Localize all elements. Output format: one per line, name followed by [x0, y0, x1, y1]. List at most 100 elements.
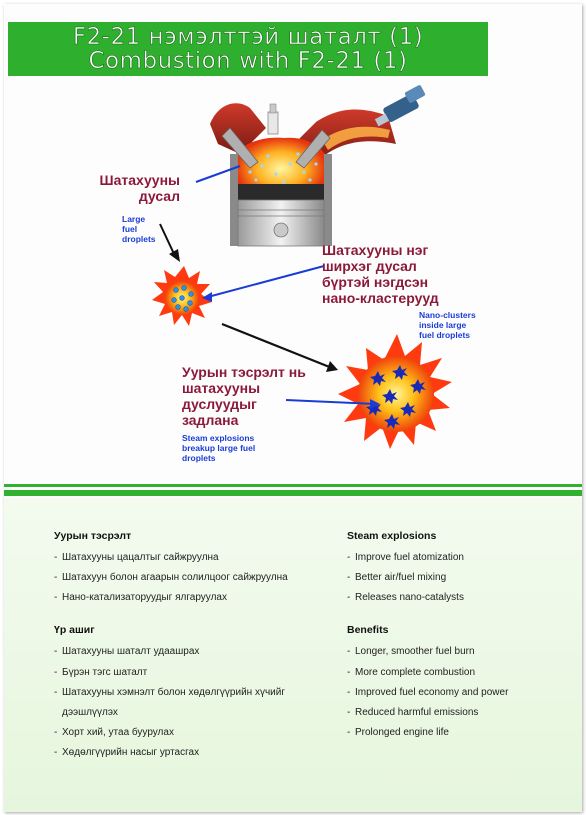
bullet-dash: -	[347, 572, 351, 584]
list-item-text: Хорт хий, утаа буурулах	[62, 726, 174, 738]
list-item-text: Prolonged engine life	[355, 727, 449, 739]
fuel-droplets-dots	[248, 152, 318, 184]
heading-benefits-mn: Үр ашиг	[54, 624, 95, 637]
summary-panel: Уурын тэсрэлт -Шатахууны цацалтыг сайжру…	[4, 498, 582, 812]
list-item-text: Нано-катализаторуудыг ялгаруулах	[62, 592, 227, 604]
bullet-dash: -	[347, 646, 351, 658]
combustion-diagram	[152, 85, 452, 449]
bullet-dash: -	[54, 646, 58, 658]
steam-explosion-mn-line4: задлана	[182, 412, 239, 428]
list-item-text: Бүрэн тэгс шаталт	[62, 666, 148, 678]
list-item-text-continued: дээшлүүлэх	[62, 706, 118, 718]
list-item-text: Improved fuel economy and power	[355, 686, 509, 698]
bullet-dash: -	[54, 552, 58, 563]
list-item-text: Better air/fuel mixing	[355, 572, 447, 584]
list-item: -Хөдөлгүүрийн насыг уртасгах	[54, 747, 344, 759]
list-item-text: More complete combustion	[355, 666, 476, 678]
bullet-dash: -	[347, 552, 351, 563]
bullet-dash: -	[347, 727, 351, 739]
fuel-droplet-mn-line1: Шатахууны	[99, 172, 180, 188]
list-item-text: Шатахуун болон агаарын солилцоог сайжруу…	[62, 572, 288, 584]
fuel-droplet-en-line3: droplets	[122, 234, 156, 244]
intake-manifold	[210, 103, 266, 154]
exhaust-valve	[295, 129, 331, 169]
bullet-dash: -	[54, 592, 58, 604]
list-item-text: Шатахууны цацалтыг сайжруулна	[62, 552, 219, 563]
steam-explosion-mn-line2: шатахууны	[182, 380, 261, 396]
label-fuel-droplet-mn: Шатахууны дусал	[90, 172, 180, 204]
list-item: -Reduced harmful emissions	[347, 707, 572, 719]
diagram-arrows	[159, 165, 380, 409]
heading-benefits-en: Benefits	[347, 624, 389, 637]
list-item: -Better air/fuel mixing	[347, 572, 572, 584]
label-nano-clusters-en: Nano-clusters inside large fuel droplets	[419, 310, 476, 340]
list-item: -Бүрэн тэгс шаталт	[54, 667, 344, 679]
steam-explosion-en-line3: droplets	[182, 453, 216, 463]
steam-explosion-mn-line1: Уурын тэсрэлт нь	[182, 364, 306, 380]
list-item: -Improve fuel atomization	[347, 552, 572, 564]
engine-cylinder-illustration	[210, 85, 426, 247]
list-item-text: Шатахууны хэмнэлт болон хөдөлгүүрийн хүч…	[62, 686, 285, 698]
bullet-dash: -	[347, 592, 351, 604]
heading-steam-explosions-en: Steam explosions	[347, 530, 437, 542]
label-steam-explosion-mn: Уурын тэсрэлт нь шатахууны дуслуудыг зад…	[182, 364, 306, 428]
list-item: -Longer, smoother fuel burn	[347, 646, 572, 658]
list-item: -Шатахууны шаталт удаашрах	[54, 646, 344, 658]
bullet-dash: -	[54, 747, 58, 759]
label-steam-explosion-en: Steam explosions breakup large fuel drop…	[182, 433, 255, 463]
list-item: -Шатахууны цацалтыг сайжруулна	[54, 552, 344, 564]
bullet-dash: -	[347, 686, 351, 698]
nano-clusters-mn-line2: ширхэг дусал	[322, 258, 417, 274]
list-item: -Prolonged engine life	[347, 727, 572, 739]
list-item-text: Longer, smoother fuel burn	[355, 646, 475, 658]
list-item: -Шатахууны хэмнэлт болон хөдөлгүүрийн хү…	[54, 687, 344, 719]
nano-clusters-mn-line1: Шатахууны нэг	[322, 242, 429, 258]
bullet-dash: -	[347, 706, 351, 718]
steam-explosion-mn-line3: дуслуудыг	[182, 396, 257, 412]
title-english: Combustion with F2-21 (1)	[88, 48, 408, 74]
list-item-text: Шатахууны шаталт удаашрах	[62, 646, 200, 658]
bullet-dash: -	[54, 666, 58, 678]
heading-steam-explosions-mn: Уурын тэсрэлт	[54, 530, 132, 542]
exhaust-flame	[322, 126, 390, 150]
bullet-dash: -	[347, 666, 351, 678]
fuel-droplet-layer	[238, 184, 324, 200]
title-mongolian: F2-21 нэмэлттэй шаталт (1)	[72, 24, 424, 50]
cylinder-wall-left	[230, 154, 238, 246]
steam-explosion-en-line1: Steam explosions	[182, 433, 255, 443]
nano-clusters-en-line1: Nano-clusters	[419, 310, 476, 320]
fuel-droplet-en-line2: fuel	[122, 224, 138, 234]
nano-clusters-mn-line4: нано-кластерууд	[322, 290, 439, 306]
label-nano-clusters-mn: Шатахууны нэг ширхэг дусал бүртэй нэгдсэ…	[322, 242, 439, 306]
list-item: -More complete combustion	[347, 667, 572, 679]
cylinder-wall-right	[324, 154, 332, 246]
separator-line-top	[4, 484, 582, 487]
list-item: -Нано-катализаторуудыг ялгаруулах	[54, 592, 344, 604]
list-item-text: Reduced harmful emissions	[355, 706, 479, 718]
nano-clusters-mn-line3: бүртэй нэгдсэн	[322, 274, 429, 290]
steam-explosion-en-line2: breakup large fuel	[182, 443, 256, 453]
separator-line-bottom	[4, 490, 582, 496]
nano-clusters-en-line2: inside large	[419, 320, 467, 330]
slide-page: F2-21 нэмэлттэй шаталт (1) Combustion wi…	[4, 4, 582, 812]
list-item: -Шатахуун болон агаарын солилцоог сайжру…	[54, 572, 344, 584]
fuel-droplet-mn-line2: дусал	[138, 188, 180, 204]
label-fuel-droplet-en: Large fuel droplets	[122, 214, 156, 244]
intake-valve	[221, 127, 259, 169]
fuel-injector-icon	[374, 85, 426, 127]
bullet-dash: -	[54, 726, 58, 738]
list-item: -Releases nano-catalysts	[347, 592, 572, 604]
spark-plug-icon	[267, 103, 279, 135]
bullet-dash: -	[54, 686, 58, 698]
list-item-text: Releases nano-catalysts	[355, 592, 464, 604]
title-banner: F2-21 нэмэлттэй шаталт (1) Combustion wi…	[8, 22, 488, 76]
bullet-dash: -	[54, 572, 58, 584]
list-item: -Хорт хий, утаа буурулах	[54, 727, 344, 739]
fuel-droplet-en-line1: Large	[122, 214, 146, 224]
steam-explosion-burst	[338, 334, 452, 449]
nano-clusters-en-line3: fuel droplets	[419, 330, 471, 340]
list-item-text: Improve fuel atomization	[355, 552, 464, 563]
nano-cluster-stars	[366, 365, 426, 429]
fuel-droplet-burst	[152, 266, 212, 326]
column-english: Steam explosions -Improve fuel atomizati…	[347, 530, 572, 747]
